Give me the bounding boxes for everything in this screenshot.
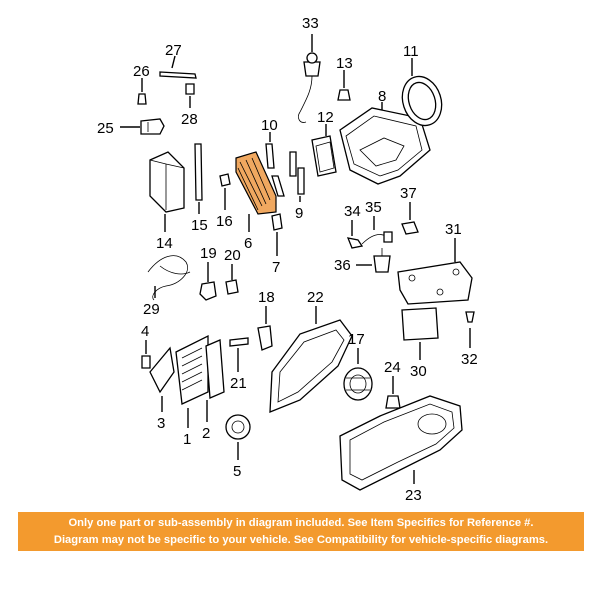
part-12-door [311, 124, 337, 177]
part-1-heater-core [175, 334, 209, 428]
part-8-housing [339, 102, 431, 185]
part-32-screw [465, 311, 475, 348]
part-2-tube [205, 339, 225, 422]
part-29-harness [147, 255, 191, 301]
label-11: 11 [403, 43, 419, 60]
label-33: 33 [302, 15, 319, 32]
label-6: 6 [244, 235, 252, 252]
disclaimer-line-2: Diagram may not be specific to your vehi… [53, 534, 549, 546]
part-34-sensor [346, 220, 364, 249]
part-24-plug [385, 376, 401, 409]
part-33-actuator [298, 34, 321, 123]
label-12: 12 [317, 109, 334, 126]
label-36: 36 [334, 257, 351, 274]
part-15-rod [194, 143, 203, 214]
part-37-sensor [401, 202, 419, 235]
part-13-cap [337, 70, 351, 101]
label-1: 1 [183, 431, 191, 448]
part-30-filter [401, 307, 439, 360]
part-4-screw [141, 340, 151, 369]
part-23-main-housing [339, 395, 463, 491]
label-28: 28 [181, 111, 198, 128]
label-25: 25 [97, 120, 114, 137]
label-2: 2 [202, 425, 210, 442]
label-37: 37 [400, 185, 417, 202]
label-5: 5 [233, 463, 241, 480]
label-10: 10 [261, 117, 278, 134]
callout-labels: 33 27 26 13 11 8 28 25 10 12 9 34 35 37 … [97, 15, 478, 504]
part-27-rod [159, 55, 197, 79]
part-22-housing [269, 306, 353, 413]
label-4: 4 [141, 323, 149, 340]
part-14-module [149, 151, 185, 232]
part-9-bolt [289, 151, 305, 202]
label-22: 22 [307, 289, 324, 306]
disclaimer-banner: Only one part or sub-assembly in diagram… [18, 512, 584, 551]
part-36-grommet [356, 248, 391, 273]
part-26-clip [137, 78, 147, 105]
label-7: 7 [272, 259, 280, 276]
part-7-fitting [271, 213, 283, 256]
part-6-highlighted-core [235, 151, 277, 232]
label-27: 27 [165, 42, 182, 59]
label-14: 14 [156, 235, 173, 252]
part-25-connector [120, 118, 165, 135]
label-3: 3 [157, 415, 165, 432]
label-17: 17 [348, 331, 365, 348]
part-5-valve [225, 414, 251, 460]
part-21-link [229, 337, 249, 372]
label-23: 23 [405, 487, 422, 504]
label-13: 13 [336, 55, 353, 72]
disclaimer-line-1: Only one part or sub-assembly in diagram… [68, 517, 534, 529]
part-11-seal-ring [401, 58, 443, 127]
label-19: 19 [200, 245, 217, 262]
part-35-harness [361, 216, 393, 245]
label-16: 16 [216, 213, 233, 230]
label-30: 30 [410, 363, 427, 380]
part-18-lever [257, 306, 273, 351]
part-31-plate [397, 238, 473, 305]
label-24: 24 [384, 359, 401, 376]
label-9: 9 [295, 205, 303, 222]
label-18: 18 [258, 289, 275, 306]
label-15: 15 [191, 217, 208, 234]
label-21: 21 [230, 375, 247, 392]
part-3-bracket [149, 346, 175, 412]
label-29: 29 [143, 301, 160, 318]
part-16-clip [219, 173, 231, 210]
label-26: 26 [133, 63, 150, 80]
label-32: 32 [461, 351, 478, 368]
label-34: 34 [344, 203, 361, 220]
part-19-actuator [199, 262, 217, 301]
part-17-blower-motor [343, 348, 373, 401]
parts-diagram: 33 27 26 13 11 8 28 25 10 12 9 34 35 37 … [97, 15, 478, 504]
label-31: 31 [445, 221, 462, 238]
part-28-clip [185, 83, 195, 108]
label-8: 8 [378, 88, 386, 105]
label-35: 35 [365, 199, 382, 216]
part-20-clip [225, 264, 239, 295]
part-10-tube [265, 132, 285, 197]
label-20: 20 [224, 247, 241, 264]
